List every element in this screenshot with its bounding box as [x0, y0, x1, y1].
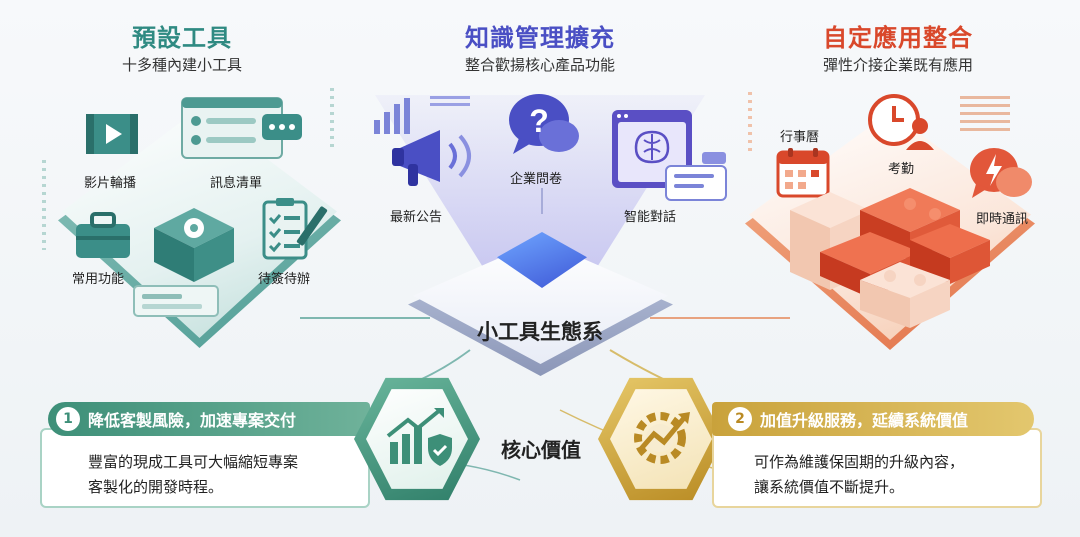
gear-trend-icon [634, 412, 690, 464]
panel-card-icon [133, 285, 219, 317]
gear-block-icon [154, 208, 234, 282]
growth-shield-icon [386, 408, 452, 466]
instant-messaging-label: 即時通訊 [976, 212, 1029, 227]
value-left-title: 降低客製風險，加速專案交付 [88, 411, 297, 430]
value-left-desc-line2: 客製化的開發時程。 [88, 478, 224, 496]
smart-chat-label: 智能對話 [624, 210, 677, 225]
left-column-title: 預設工具 [132, 24, 232, 52]
bar-signal-icon [374, 98, 410, 134]
center-column-subtitle: 整合歡揚核心產品功能 [464, 56, 615, 74]
lightning-chat-icon [970, 148, 1032, 198]
toolbox-icon [76, 212, 130, 258]
value-right-title: 加值升級服務，延續系統價值 [760, 411, 969, 430]
checklist-icon [262, 198, 328, 260]
pending-tasks-label: 待簽待辦 [258, 272, 311, 287]
ecosystem-label: 小工具生態系 [477, 320, 603, 344]
ai-brain-screen-icon [612, 110, 727, 201]
value-right-number: 2 [728, 407, 752, 431]
building-blocks-icon [790, 188, 990, 328]
latest-news-label: 最新公告 [390, 210, 443, 225]
decor-lines-center [430, 96, 470, 110]
value-left-desc-line1: 豐富的現成工具可大幅縮短專案 [88, 453, 299, 471]
svg-text:?: ? [529, 103, 549, 139]
question-bubble-icon: ? [509, 94, 579, 154]
message-list-icon [181, 97, 302, 159]
left-column-subtitle: 十多種內建小工具 [121, 56, 242, 74]
video-carousel-label: 影片輪播 [84, 176, 137, 191]
core-value-label: 核心價值 [501, 438, 581, 462]
right-column-subtitle: 彈性介接企業既有應用 [822, 56, 973, 74]
survey-connector [541, 188, 543, 214]
value-right-banner: 2 加值升級服務，延續系統價值 [712, 402, 1034, 436]
value-right-desc-line2: 讓系統價值不斷提升。 [754, 478, 905, 496]
message-list-label: 訊息清單 [210, 176, 263, 191]
decor-dots-left [42, 160, 46, 250]
value-right-description: 可作為維護保固期的升級內容， 讓系統價值不斷提升。 [712, 428, 1042, 508]
attendance-label: 考勤 [888, 162, 915, 177]
value-left-number: 1 [56, 407, 80, 431]
decor-dots-left-2 [330, 88, 334, 148]
survey-label: 企業問卷 [510, 172, 563, 187]
value-left-banner: 1 降低客製風險，加速專案交付 [48, 402, 370, 436]
clock-user-icon [868, 94, 934, 150]
calendar-label: 行事曆 [780, 130, 820, 145]
megaphone-icon [392, 130, 471, 186]
decor-lines-right [960, 96, 1010, 132]
calendar-icon [776, 148, 830, 198]
value-left-description: 豐富的現成工具可大幅縮短專案 客製化的開發時程。 [40, 428, 370, 508]
right-column-title: 自定應用整合 [823, 24, 973, 52]
center-column-title: 知識管理擴充 [465, 24, 615, 52]
video-player-icon [86, 114, 138, 154]
value-right-desc-line1: 可作為維護保固期的升級內容， [754, 453, 965, 471]
decor-dots-right [748, 92, 752, 152]
common-functions-label: 常用功能 [72, 272, 125, 287]
